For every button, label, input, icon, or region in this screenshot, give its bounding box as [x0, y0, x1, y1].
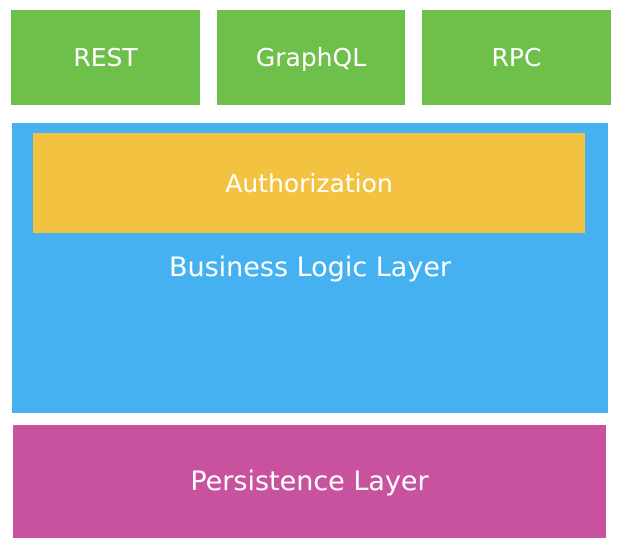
graphql-box: GraphQL [217, 10, 405, 105]
rest-box-label: REST [73, 43, 138, 72]
authorization-box-label: Authorization [225, 168, 393, 198]
rest-box: REST [11, 10, 200, 105]
persistence-layer-box: Persistence Layer [13, 425, 606, 538]
rpc-box-label: RPC [491, 43, 542, 72]
persistence-layer-label: Persistence Layer [190, 466, 429, 497]
business-logic-layer-box: Authorization Business Logic Layer [12, 123, 608, 413]
rpc-box: RPC [422, 10, 611, 105]
business-logic-layer-label: Business Logic Layer [168, 252, 452, 283]
graphql-box-label: GraphQL [255, 43, 367, 72]
authorization-box: Authorization [33, 133, 585, 233]
